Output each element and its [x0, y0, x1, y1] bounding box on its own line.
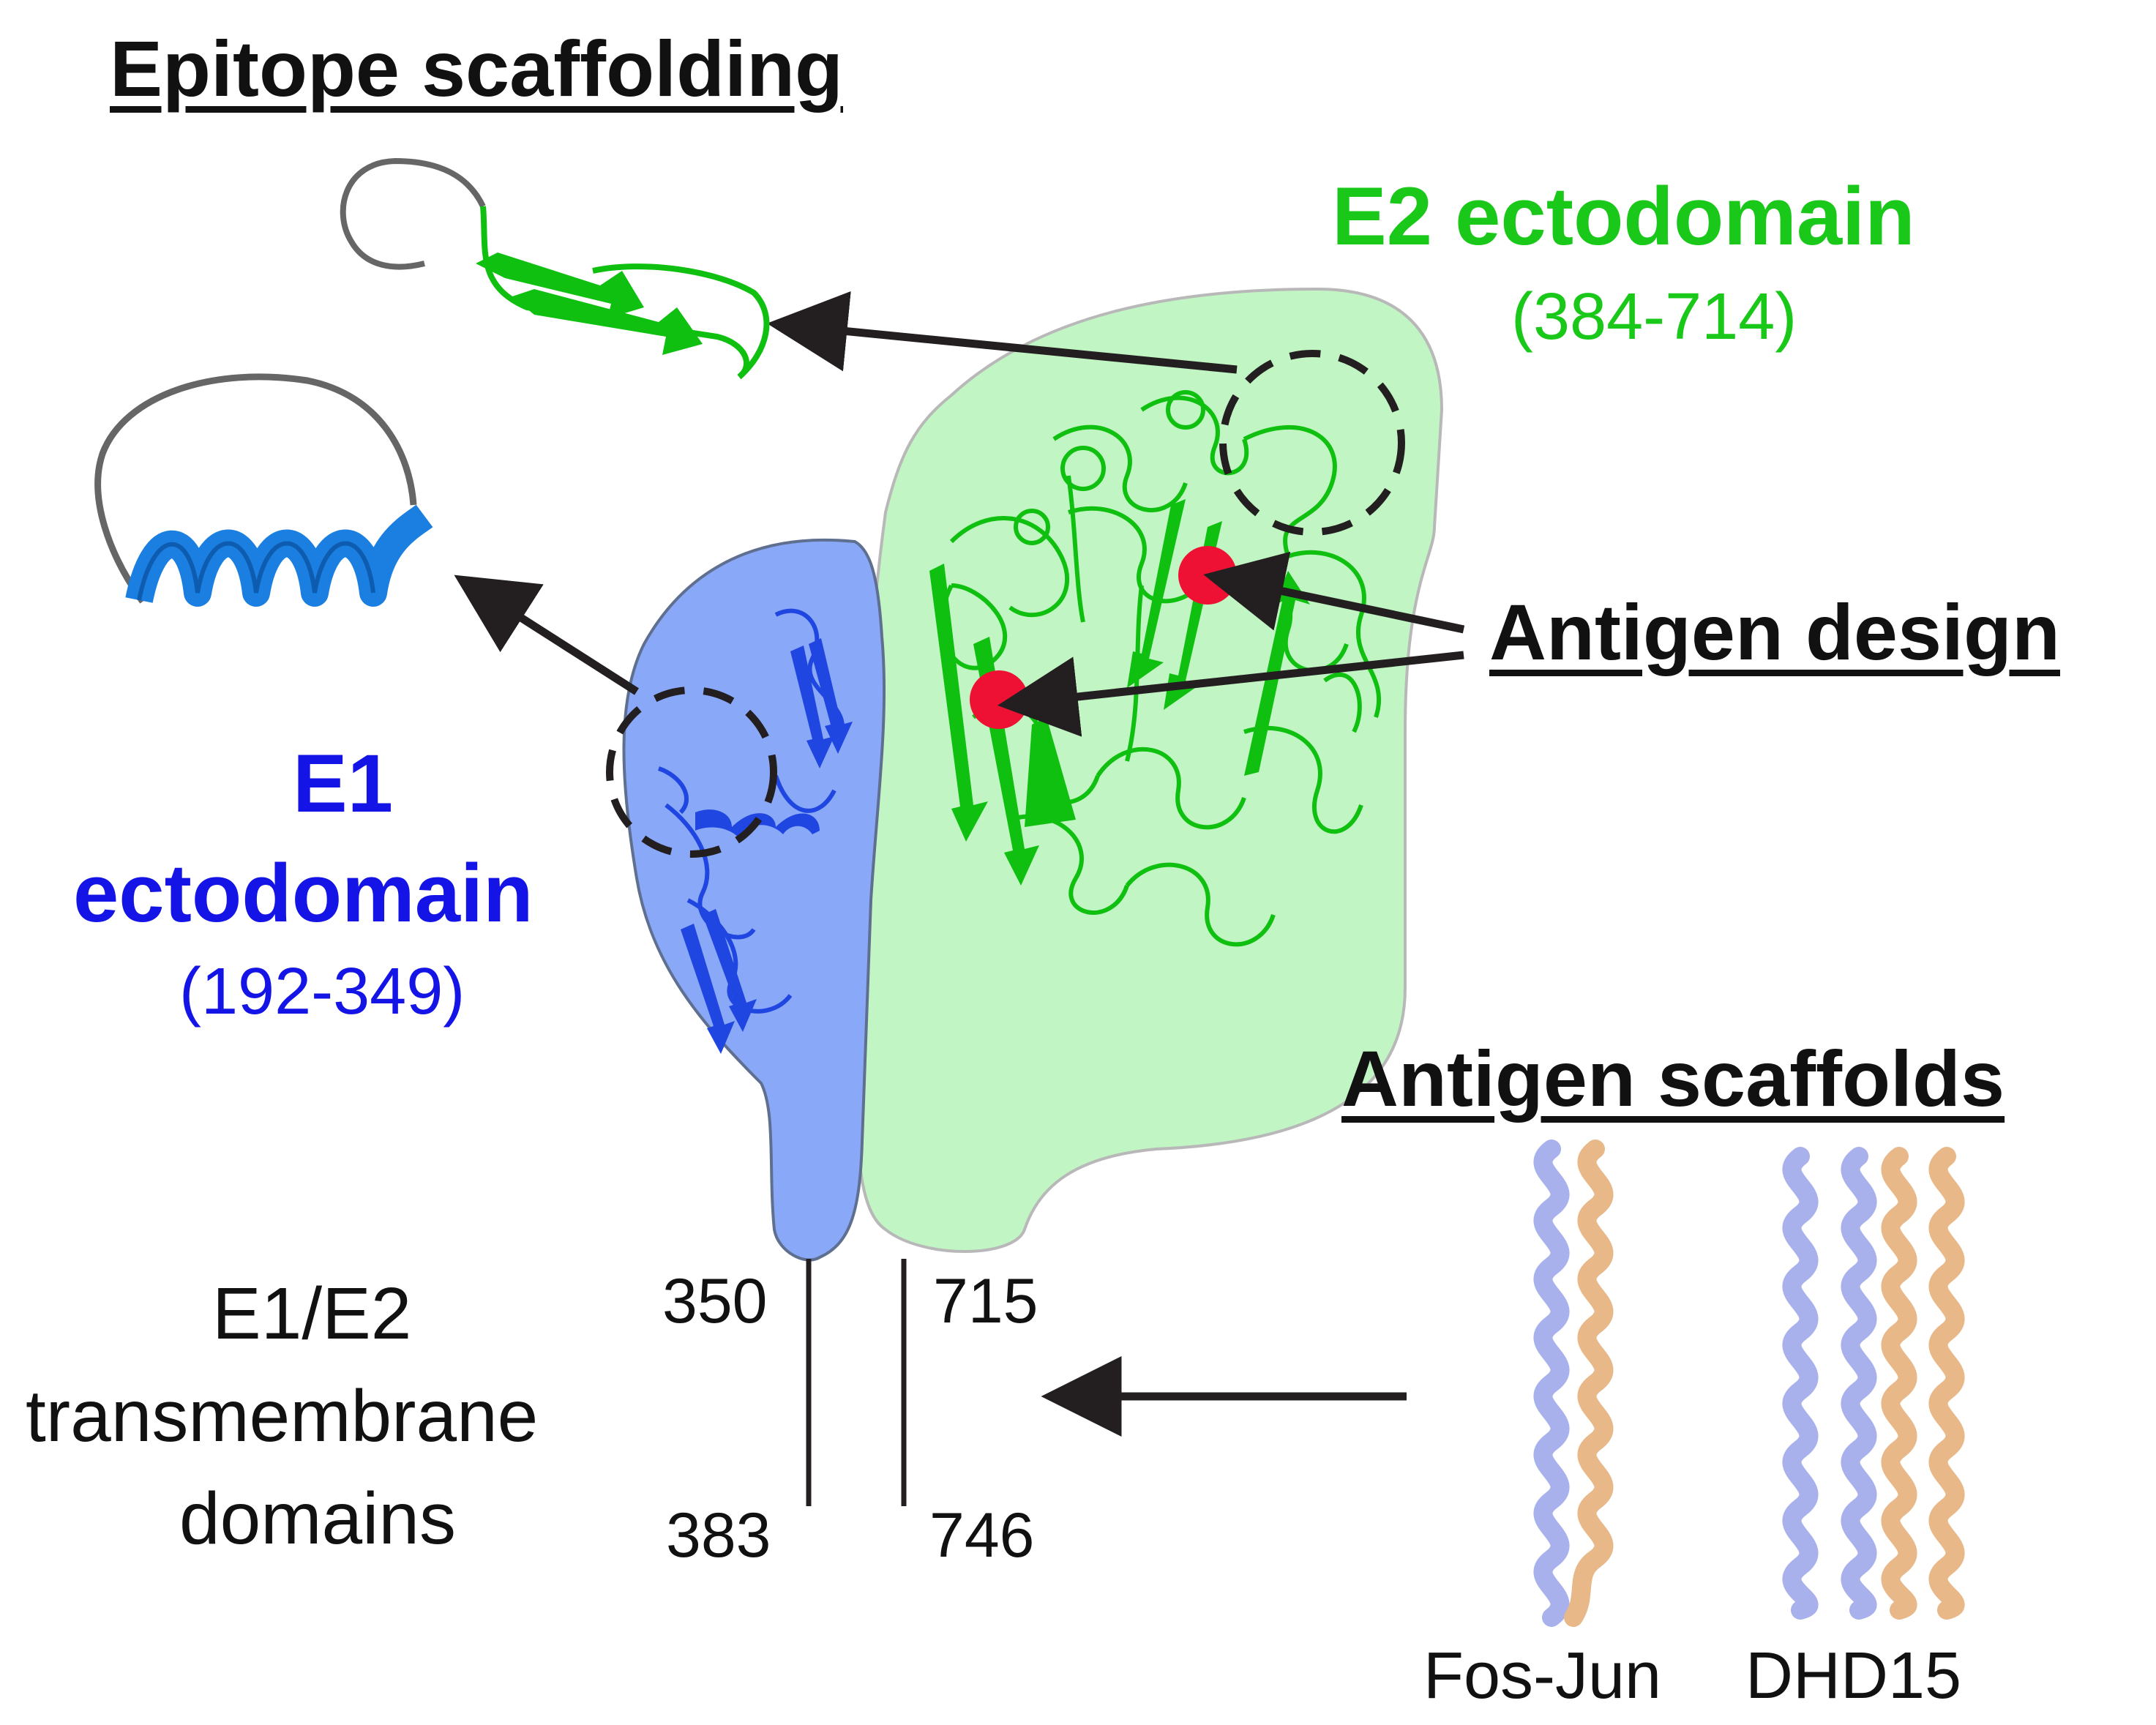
- e2-epitope-fragment-beta-hairpin-icon: [340, 157, 770, 380]
- e2-ectodomain-label: E2 ectodomain: [1332, 171, 1915, 262]
- e2-tm-end-label: 746: [929, 1500, 1035, 1571]
- transmembrane-label-line3: domains: [179, 1478, 456, 1560]
- hotspot-red-dot-2: [970, 670, 1028, 729]
- e1-tm-start-label: 350: [662, 1266, 768, 1336]
- e1-range-label: (192-349): [179, 955, 465, 1028]
- e1-domain-shape: [622, 538, 886, 1262]
- arrow-antigen-design-1: [1203, 551, 1465, 634]
- e1-epitope-dashed-circle: [606, 686, 777, 858]
- e1-ectodomain-label: ectodomain: [73, 847, 534, 939]
- e1-tm-end-label: 383: [666, 1500, 771, 1571]
- e1-beta-strands: [681, 638, 853, 1054]
- heading-antigen-scaffolds: Antigen scaffolds: [1341, 1034, 2005, 1123]
- transmembrane-label-line2: transmembrane: [26, 1375, 539, 1457]
- e1-label: E1: [293, 738, 393, 829]
- e2-epitope-dashed-circle: [1219, 350, 1405, 536]
- arrows: [454, 291, 1465, 1437]
- heading-epitope-scaffolding: Epitope scaffolding: [110, 24, 844, 113]
- scaffold-name-dhd15: DHD15: [1745, 1639, 1962, 1713]
- transmembrane-label-line1: E1/E2: [212, 1273, 412, 1355]
- scaffold-name-fos-jun: Fos-Jun: [1423, 1639, 1662, 1713]
- arrow-e2-epitope: [766, 291, 1238, 374]
- e2-tm-start-label: 715: [933, 1266, 1038, 1336]
- hotspot-red-dot-1: [1178, 546, 1237, 605]
- fos-jun-scaffold-coiled-coil-icon: [1533, 1140, 1614, 1627]
- arrow-antigen-design-2: [997, 651, 1464, 737]
- heading-antigen-design: Antigen design: [1489, 588, 2060, 676]
- e1-epitope-fragment-helix-icon: [94, 373, 433, 607]
- arrow-e1-epitope: [454, 575, 639, 695]
- e2-range-label: (384-714): [1511, 280, 1797, 353]
- dhd15-scaffold-coiled-coil-icon: [1782, 1147, 1965, 1620]
